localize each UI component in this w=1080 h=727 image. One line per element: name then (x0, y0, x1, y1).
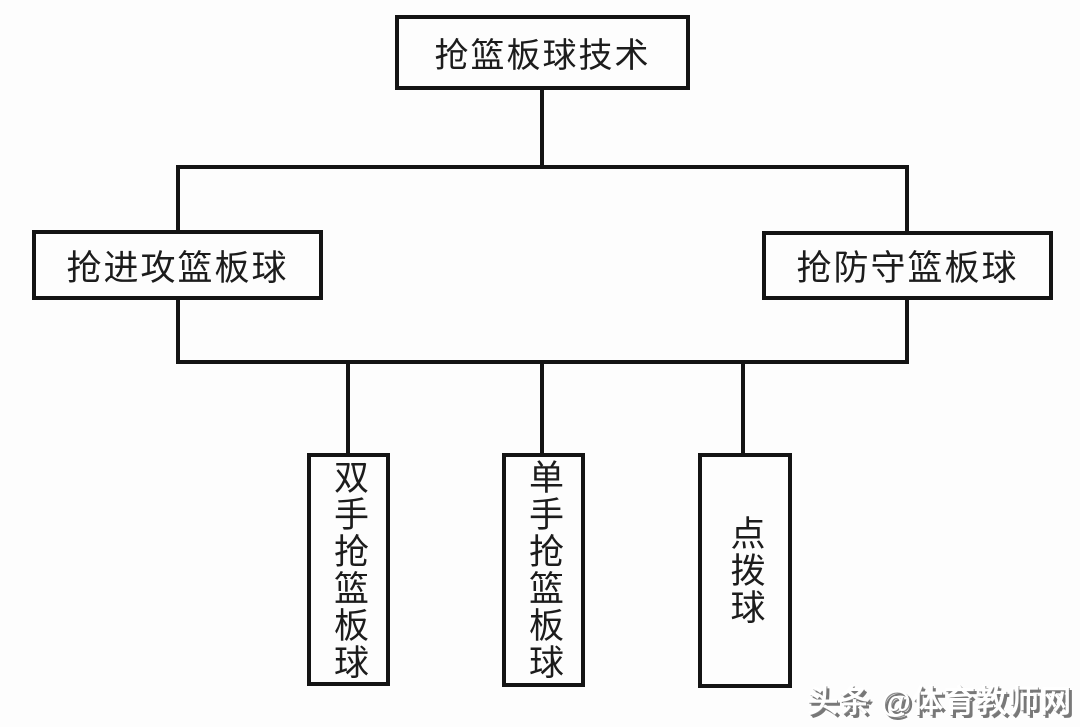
connector-drop-two-hand (346, 361, 350, 454)
node-rebounding-technique: 抢篮板球技术 (395, 15, 690, 90)
node-one-hand-rebound: 单手抢篮板球 (502, 453, 585, 687)
connector-root-stub (540, 88, 544, 167)
node-tip-ball: 点拨球 (698, 453, 792, 688)
node-two-hand-rebound: 双手抢篮板球 (307, 453, 390, 686)
node-offensive-rebound: 抢进攻篮板球 (32, 230, 323, 300)
node-defensive-rebound: 抢防守篮板球 (762, 231, 1053, 300)
watermark-toutiao-sports-teacher-net: 头条 @体育教师网 (807, 684, 1072, 719)
connector-drop-tip-ball (741, 361, 745, 454)
connector-drop-one-hand (540, 361, 544, 454)
